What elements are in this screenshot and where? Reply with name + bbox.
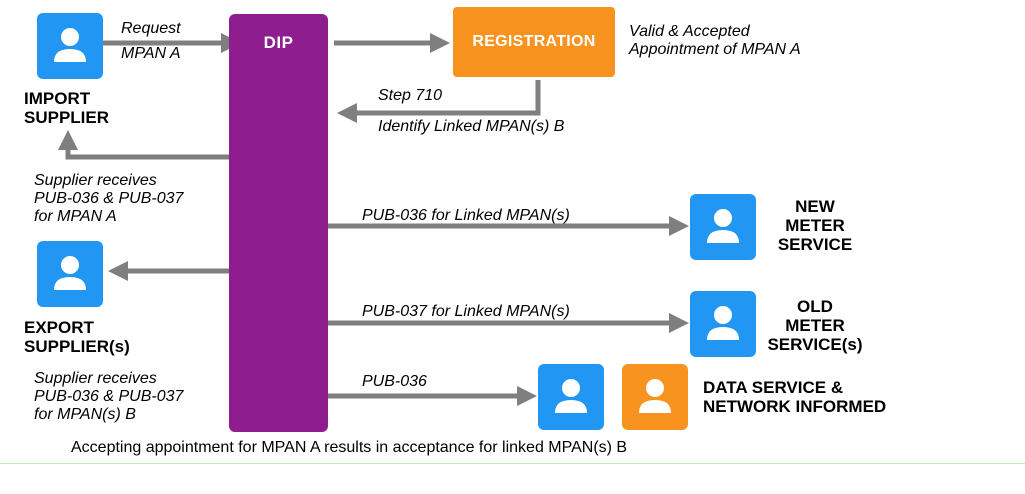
import-supplier-label: IMPORT SUPPLIER [24, 89, 110, 127]
bottom-divider [0, 463, 1025, 464]
new-meter-service-label: NEW METER SERVICE [777, 197, 853, 254]
import-receives-label: Supplier receives PUB-036 & PUB-037 for … [34, 172, 184, 225]
import-receives-arrow [58, 130, 229, 160]
new-meter-service-person-icon [690, 194, 756, 260]
dip-bar [229, 14, 328, 432]
pub036-label: PUB-036 [362, 373, 427, 390]
dip-label: DIP [263, 33, 294, 52]
request-label: Request MPAN A [121, 20, 181, 62]
import-supplier-person-icon [37, 13, 103, 79]
registration-label: REGISTRATION [472, 33, 596, 50]
registration-box [453, 7, 615, 77]
valid-accepted-label: Valid & Accepted Appointment of MPAN A [629, 23, 801, 58]
network-person-icon [622, 364, 688, 430]
export-receives-label: Supplier receives PUB-036 & PUB-037 for … [34, 370, 184, 423]
pub037-linked-label: PUB-037 for Linked MPAN(s) [362, 303, 570, 320]
old-meter-service-person-icon [690, 291, 756, 357]
step710-label: Step 710 Identify Linked MPAN(s) B [378, 87, 565, 135]
data-service-person-icon [538, 364, 604, 430]
diagram-caption: Accepting appointment for MPAN A results… [71, 439, 628, 456]
export-supplier-person-icon [37, 241, 103, 307]
pub036-linked-label: PUB-036 for Linked MPAN(s) [362, 207, 570, 224]
data-service-label: DATA SERVICE & NETWORK INFORMED [703, 378, 887, 416]
step710-return-arrow [337, 80, 541, 123]
old-meter-service-label: OLD METER SERVICE(s) [767, 297, 863, 354]
export-supplier-label: EXPORT SUPPLIER(s) [24, 318, 130, 356]
